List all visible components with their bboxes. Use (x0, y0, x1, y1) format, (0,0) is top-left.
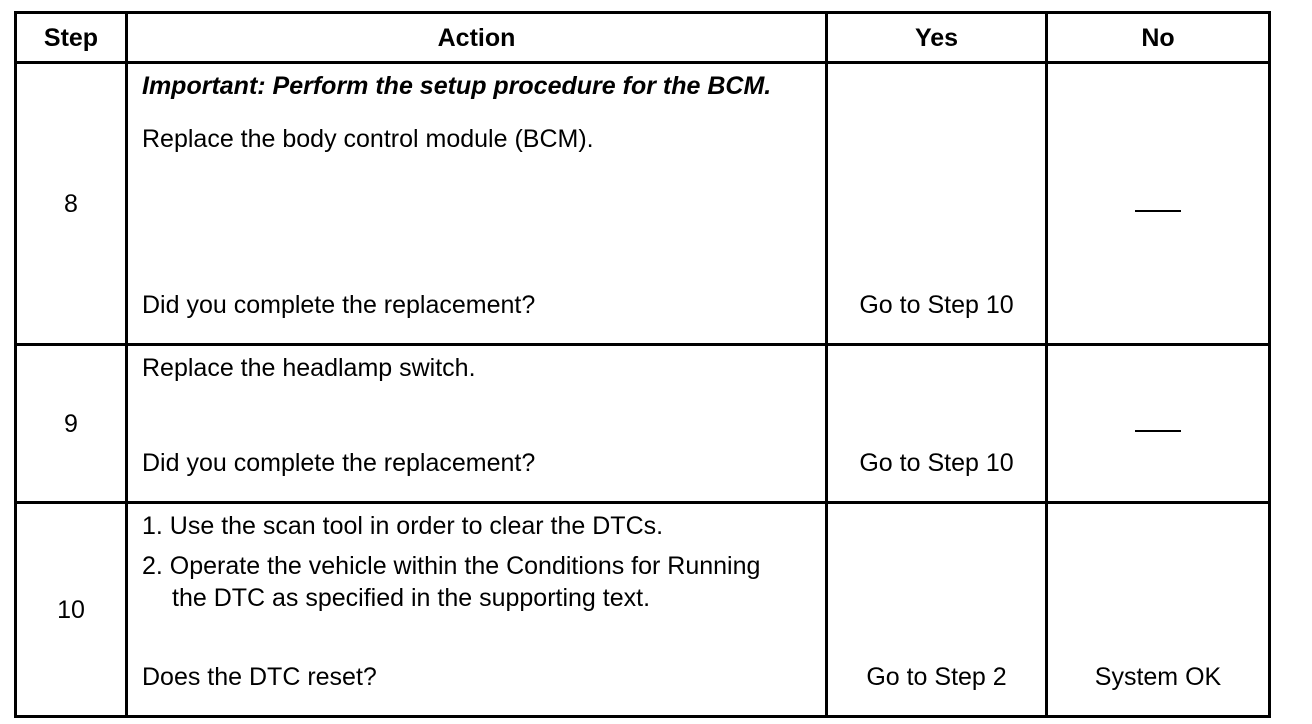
question-text: Did you complete the replacement? (142, 449, 536, 477)
important-note: Important: Perform the setup procedure f… (142, 72, 772, 100)
yes-cell: Go to Step 10 (825, 343, 1048, 504)
action-cell: Important: Perform the setup procedure f… (125, 61, 828, 346)
header-row: Step Action Yes No (14, 11, 1271, 64)
header-action: Action (125, 11, 828, 64)
step-number: 9 (14, 343, 128, 504)
dash-icon (1135, 209, 1181, 212)
table-row-step-10: 10 1. Use the scan tool in order to clea… (14, 501, 1271, 718)
no-cell: System OK (1045, 501, 1271, 718)
dash-icon (1135, 429, 1181, 432)
procedure-list: 1. Use the scan tool in order to clear t… (142, 510, 813, 614)
step-number: 8 (14, 61, 128, 346)
action-cell: 1. Use the scan tool in order to clear t… (125, 501, 828, 718)
question-text: Did you complete the replacement? (142, 291, 536, 319)
table-row-step-8: 8 Important: Perform the setup procedure… (14, 61, 1271, 346)
diagnostic-table: Step Action Yes No 8 Important: Perform … (14, 11, 1271, 718)
yes-cell: Go to Step 2 (825, 501, 1048, 718)
yes-action: Go to Step 2 (866, 663, 1007, 691)
question-text: Does the DTC reset? (142, 663, 377, 691)
no-cell (1045, 61, 1271, 346)
instruction-text: Replace the body control module (BCM). (142, 125, 594, 153)
yes-action: Go to Step 10 (859, 291, 1014, 319)
action-cell: Replace the headlamp switch. Did you com… (125, 343, 828, 504)
yes-action: Go to Step 10 (859, 449, 1014, 477)
step-number: 10 (14, 501, 128, 718)
header-yes: Yes (825, 11, 1048, 64)
no-action: System OK (1094, 663, 1222, 691)
yes-cell: Go to Step 10 (825, 61, 1048, 346)
header-step: Step (14, 11, 128, 64)
header-no: No (1045, 11, 1271, 64)
instruction-text: Replace the headlamp switch. (142, 354, 476, 382)
list-item: 1. Use the scan tool in order to clear t… (142, 512, 664, 540)
list-item: 2. Operate the vehicle within the Condit… (142, 552, 761, 612)
no-cell (1045, 343, 1271, 504)
table-row-step-9: 9 Replace the headlamp switch. Did you c… (14, 343, 1271, 504)
